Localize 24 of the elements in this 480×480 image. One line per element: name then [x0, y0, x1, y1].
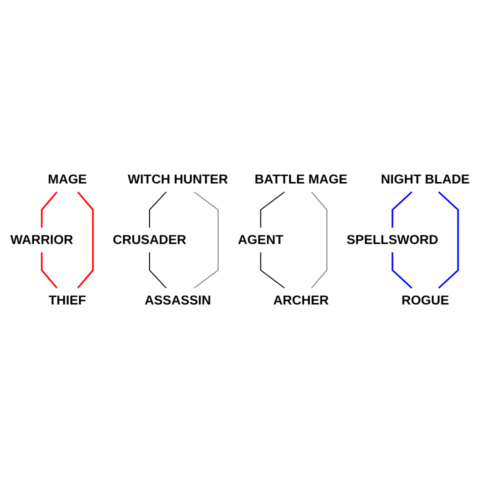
- role-label: NIGHT BLADE: [380, 172, 470, 187]
- connector-line: [77, 191, 94, 289]
- role-label: ASSASSIN: [144, 293, 211, 308]
- connector-line: [392, 252, 412, 289]
- connector-line: [40, 191, 58, 228]
- connector-line: [438, 191, 459, 289]
- role-label: ARCHER: [273, 293, 329, 308]
- role-label: SPELLSWORD: [346, 232, 438, 248]
- connector-line: [311, 191, 328, 289]
- connector-line: [40, 252, 58, 289]
- connector-line: [260, 191, 285, 228]
- role-label: WITCH HUNTER: [128, 172, 228, 187]
- role-label: ROGUE: [401, 293, 450, 308]
- connector-line: [392, 191, 412, 228]
- role-label: BATTLE MAGE: [254, 172, 348, 187]
- role-label: WARRIOR: [10, 232, 74, 248]
- role-label: AGENT: [238, 232, 284, 248]
- connector-line: [260, 252, 285, 289]
- role-label: THIEF: [48, 293, 86, 308]
- connector-line: [194, 191, 219, 289]
- connector-line: [149, 252, 167, 289]
- role-label: CRUSADER: [112, 232, 186, 248]
- role-label: MAGE: [48, 172, 87, 187]
- connector-line: [149, 191, 167, 228]
